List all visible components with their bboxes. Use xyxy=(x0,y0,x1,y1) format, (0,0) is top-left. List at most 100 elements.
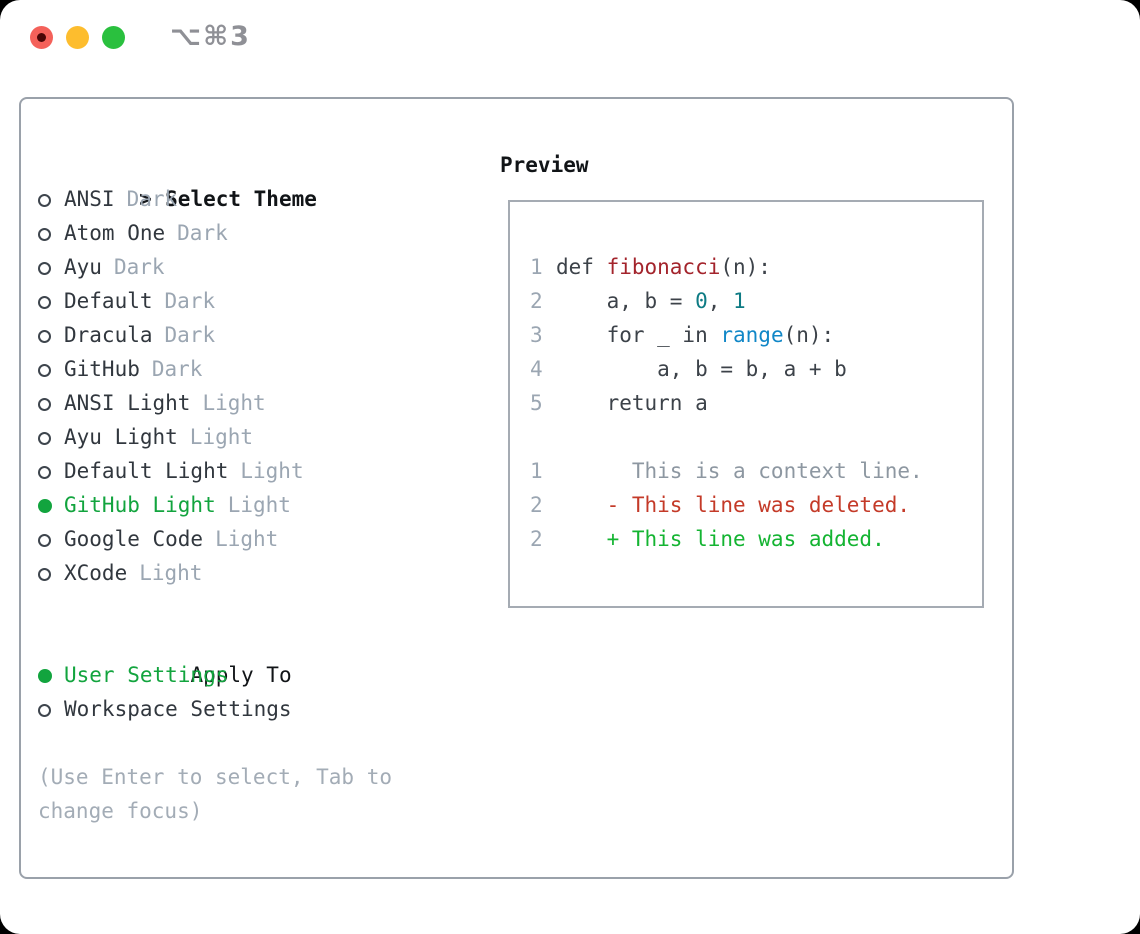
radio-unselected-icon xyxy=(38,398,51,411)
apply-option-workspace-settings[interactable]: Workspace Settings xyxy=(38,692,478,726)
theme-option-default-light[interactable]: Default Light Light xyxy=(38,454,478,488)
theme-variant-label: Light xyxy=(227,493,291,517)
radio-unselected-icon xyxy=(38,568,51,581)
theme-variant-label: Light xyxy=(240,459,304,483)
minimize-button[interactable] xyxy=(66,26,89,49)
code-token: (n): xyxy=(720,255,771,279)
theme-option-ansi-dark[interactable]: ANSI Dark xyxy=(38,182,478,216)
code-token: range xyxy=(720,323,784,347)
theme-option-default-dark[interactable]: Default Dark xyxy=(38,284,478,318)
theme-option-atom-one-dark[interactable]: Atom One Dark xyxy=(38,216,478,250)
select-theme-title: Select Theme xyxy=(165,187,317,211)
apply-option-user-settings[interactable]: User Settings xyxy=(38,658,478,692)
apply-to-title: Apply To xyxy=(190,663,292,687)
prompt-icon: > xyxy=(139,187,152,211)
line-number: 5 xyxy=(530,391,543,415)
code-line: 5 return a xyxy=(530,386,982,420)
radio-unselected-icon xyxy=(38,364,51,377)
radio-unselected-icon xyxy=(38,534,51,547)
keyboard-hint: (Use Enter to select, Tab to change focu… xyxy=(38,765,393,823)
apply-option-label: User Settings xyxy=(64,663,229,687)
code-token: + This line was added. xyxy=(556,527,885,551)
theme-option-ansi-light[interactable]: ANSI Light Light xyxy=(38,386,478,420)
radio-unselected-icon xyxy=(38,296,51,309)
preview-title: Preview xyxy=(500,153,589,177)
theme-name: Default Light xyxy=(64,459,229,483)
line-number: 1 xyxy=(530,255,543,279)
code-token: for _ in xyxy=(556,323,721,347)
radio-icon xyxy=(38,556,64,590)
window-title: ⌥⌘3 xyxy=(170,21,251,52)
theme-variant-label: Dark xyxy=(126,187,178,211)
diff-line: 2 - This line was deleted. xyxy=(530,488,982,522)
radio-icon xyxy=(38,352,64,386)
title-bar: ⌥⌘3 xyxy=(0,0,1140,74)
code-token: return a xyxy=(556,391,708,415)
theme-name: GitHub xyxy=(64,357,140,381)
radio-icon xyxy=(38,692,64,726)
theme-variant-label: Dark xyxy=(164,289,216,313)
code-line: 1 def fibonacci(n): xyxy=(530,250,982,284)
zoom-button[interactable] xyxy=(102,26,125,49)
theme-option-github-dark[interactable]: GitHub Dark xyxy=(38,352,478,386)
theme-variant-label: Dark xyxy=(113,255,165,279)
theme-name: ANSI Light xyxy=(64,391,191,415)
apply-to-header: Apply To xyxy=(38,624,478,687)
radio-icon xyxy=(38,386,64,420)
theme-option-xcode[interactable]: XCode Light xyxy=(38,556,478,590)
theme-variant-label: Light xyxy=(202,391,266,415)
theme-name: Default xyxy=(64,289,153,313)
radio-unselected-icon xyxy=(38,194,51,207)
radio-unselected-icon xyxy=(38,262,51,275)
diff-sample: 1 This is a context line.2 - This line w… xyxy=(530,454,982,556)
code-token: a, b = b, a + b xyxy=(556,357,847,381)
theme-name: Atom One xyxy=(64,221,166,245)
code-token: a, b = xyxy=(556,289,696,313)
line-number: 4 xyxy=(530,357,543,381)
line-number: 2 xyxy=(530,527,543,551)
code-token: 0 xyxy=(695,289,708,313)
close-button[interactable] xyxy=(30,26,53,49)
line-number: 2 xyxy=(530,289,543,313)
theme-variant-label: Dark xyxy=(151,357,203,381)
theme-name: ANSI xyxy=(64,187,115,211)
apply-option-label: Workspace Settings xyxy=(64,697,292,721)
code-token: 1 xyxy=(733,289,746,313)
theme-name: Ayu Light xyxy=(64,425,178,449)
theme-variant-label: Light xyxy=(139,561,203,585)
code-token: , xyxy=(707,289,734,313)
theme-variant-label: Light xyxy=(189,425,254,449)
theme-name: XCode xyxy=(64,561,128,585)
code-token: (n): xyxy=(783,323,835,347)
radio-icon xyxy=(38,250,64,284)
theme-variant-label: Dark xyxy=(177,221,228,245)
select-theme-header: > Select Theme xyxy=(38,148,478,211)
theme-name: GitHub Light xyxy=(64,493,216,517)
line-number: 3 xyxy=(530,323,543,347)
theme-option-github-light[interactable]: GitHub Light Light xyxy=(38,488,478,522)
radio-unselected-icon xyxy=(38,704,51,717)
theme-name: Google Code xyxy=(64,527,204,551)
code-line: 2 a, b = 0, 1 xyxy=(530,284,982,318)
theme-variant-label: Dark xyxy=(164,323,216,347)
code-token: def xyxy=(556,255,607,279)
diff-line: 2 + This line was added. xyxy=(530,522,982,556)
radio-icon xyxy=(38,216,64,250)
code-token: fibonacci xyxy=(606,255,721,279)
line-number: 1 xyxy=(530,459,543,483)
radio-selected-icon xyxy=(38,669,52,683)
code-line: 4 a, b = b, a + b xyxy=(530,352,982,386)
theme-option-ayu-light[interactable]: Ayu Light Light xyxy=(38,420,478,454)
